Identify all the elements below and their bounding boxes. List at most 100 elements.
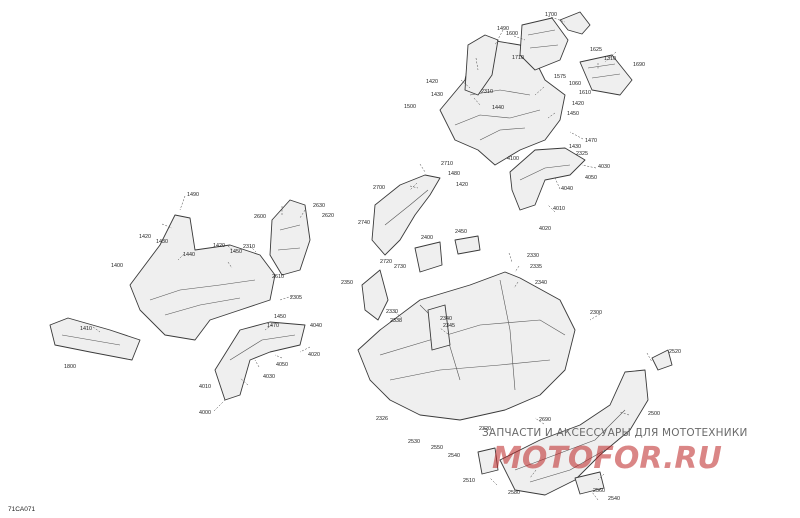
callout-4010: 4010: [553, 206, 565, 212]
callout-2720: 2720: [380, 259, 392, 265]
bracket-2540: [574, 471, 605, 495]
callout-1410: 1410: [80, 326, 92, 332]
callout-2560: 2560: [593, 488, 605, 494]
callout-2630: 2630: [313, 203, 325, 209]
callout-2340: 2340: [535, 280, 547, 286]
callout-2310: 2310: [481, 89, 493, 95]
callout-2690: 2690: [539, 417, 551, 423]
callout-1430-c: 1430: [156, 239, 168, 245]
watermark-logo: MOTOFOR.RU: [492, 441, 722, 476]
callout-labels: 1700 1490 1600 1625 1710 1310 1690 1575 …: [64, 12, 681, 502]
callout-2530: 2530: [408, 439, 420, 445]
callout-4020-b: 4020: [308, 352, 320, 358]
callout-1420-b: 1420: [572, 101, 584, 107]
callout-1440-b: 1440: [183, 252, 195, 258]
callout-1400: 1400: [111, 263, 123, 269]
callout-2540-b: 2540: [608, 496, 620, 502]
callout-1470: 1470: [585, 138, 597, 144]
callout-4100: 4100: [507, 156, 519, 162]
callout-2510: 2510: [463, 478, 475, 484]
callout-1690: 1690: [633, 62, 645, 68]
rear-bracket-4000: [214, 321, 306, 401]
callout-2335: 2335: [530, 264, 542, 270]
cargo-box-assembly: [357, 235, 576, 421]
watermark-text: ЗАПЧАСТИ И АКСЕССУАРЫ ДЛЯ МОТОТЕХНИКИ: [482, 427, 748, 439]
callout-4010-b: 4010: [199, 384, 211, 390]
grille-1690: [579, 54, 633, 96]
callout-1420-d: 1420: [139, 234, 151, 240]
callout-1430: 1430: [431, 92, 443, 98]
front-upper-body-assembly: [439, 11, 633, 211]
pad-2450: [454, 235, 481, 255]
callout-2500: 2500: [648, 411, 660, 417]
callout-1060: 1060: [569, 81, 581, 87]
callout-1625: 1625: [590, 47, 602, 53]
panel-2600: [269, 199, 311, 276]
callout-4050-b: 4050: [276, 362, 288, 368]
callout-4000: 4000: [199, 410, 211, 416]
clip-2520: [651, 349, 673, 371]
callout-1480: 1480: [448, 171, 460, 177]
callout-2338: 2338: [390, 318, 402, 324]
callout-2730: 2730: [394, 264, 406, 270]
callout-1450-b: 1450: [230, 249, 242, 255]
liner-2350: [361, 269, 389, 321]
bumper-1600: [519, 17, 569, 71]
callout-1420-c: 1420: [456, 182, 468, 188]
callout-1470-b: 1470: [267, 323, 279, 329]
callout-2600: 2600: [254, 214, 266, 220]
callout-1450: 1450: [567, 111, 579, 117]
callout-4050: 4050: [585, 175, 597, 181]
callout-2550: 2550: [431, 445, 443, 451]
callout-1310: 1310: [604, 56, 616, 62]
callout-2740: 2740: [358, 220, 370, 226]
callout-2450: 2450: [455, 229, 467, 235]
left-body-assembly: [49, 214, 306, 401]
callout-2620: 2620: [322, 213, 334, 219]
callout-2330-b: 2330: [386, 309, 398, 315]
callout-4040: 4040: [561, 186, 573, 192]
floor-mat-1800: [49, 317, 141, 361]
callout-2580: 2580: [508, 490, 520, 496]
insert-2345: [427, 304, 451, 351]
bracket-4100: [509, 147, 586, 211]
callout-2400: 2400: [421, 235, 433, 241]
callout-2700: 2700: [373, 185, 385, 191]
callout-4030: 4030: [598, 164, 610, 170]
left-body-1400: [129, 214, 276, 341]
callout-2540: 2540: [448, 453, 460, 459]
tray-2400: [414, 241, 443, 273]
watermark: ЗАПЧАСТИ И АКСЕССУАРЫ ДЛЯ МОТОТЕХНИКИ MO…: [482, 427, 748, 476]
callout-2325: 2325: [576, 151, 588, 157]
callout-1440: 1440: [492, 105, 504, 111]
callout-1610: 1610: [579, 90, 591, 96]
callout-2320: 2320: [479, 426, 491, 432]
callout-1710: 1710: [512, 55, 524, 61]
callout-1420-e: 1420: [213, 243, 225, 249]
callout-1700: 1700: [545, 12, 557, 18]
side-panel-assembly: [269, 174, 441, 276]
callout-1420: 1420: [426, 79, 438, 85]
callout-leaders: [92, 15, 653, 501]
callout-2350: 2350: [341, 280, 353, 286]
callout-2300: 2300: [590, 310, 602, 316]
callout-2330: 2330: [527, 253, 539, 259]
callout-1490-b: 1490: [187, 192, 199, 198]
callout-1450-c: 1450: [274, 314, 286, 320]
callout-1600: 1600: [506, 31, 518, 37]
callout-2345: 2345: [443, 323, 455, 329]
callout-4040-b: 4040: [310, 323, 322, 329]
callout-4030-b: 4030: [263, 374, 275, 380]
rear-frame-assembly: [477, 349, 673, 496]
cargo-box-2300: [357, 271, 576, 421]
side-panel-1420: [464, 34, 499, 96]
callout-2326: 2326: [376, 416, 388, 422]
cover-2510: [477, 447, 499, 475]
callout-2305: 2305: [290, 295, 302, 301]
callout-2710: 2710: [441, 161, 453, 167]
callout-2310-b: 2310: [243, 244, 255, 250]
side-shield-2700: [371, 174, 441, 256]
rear-frame-2500: [499, 369, 649, 496]
